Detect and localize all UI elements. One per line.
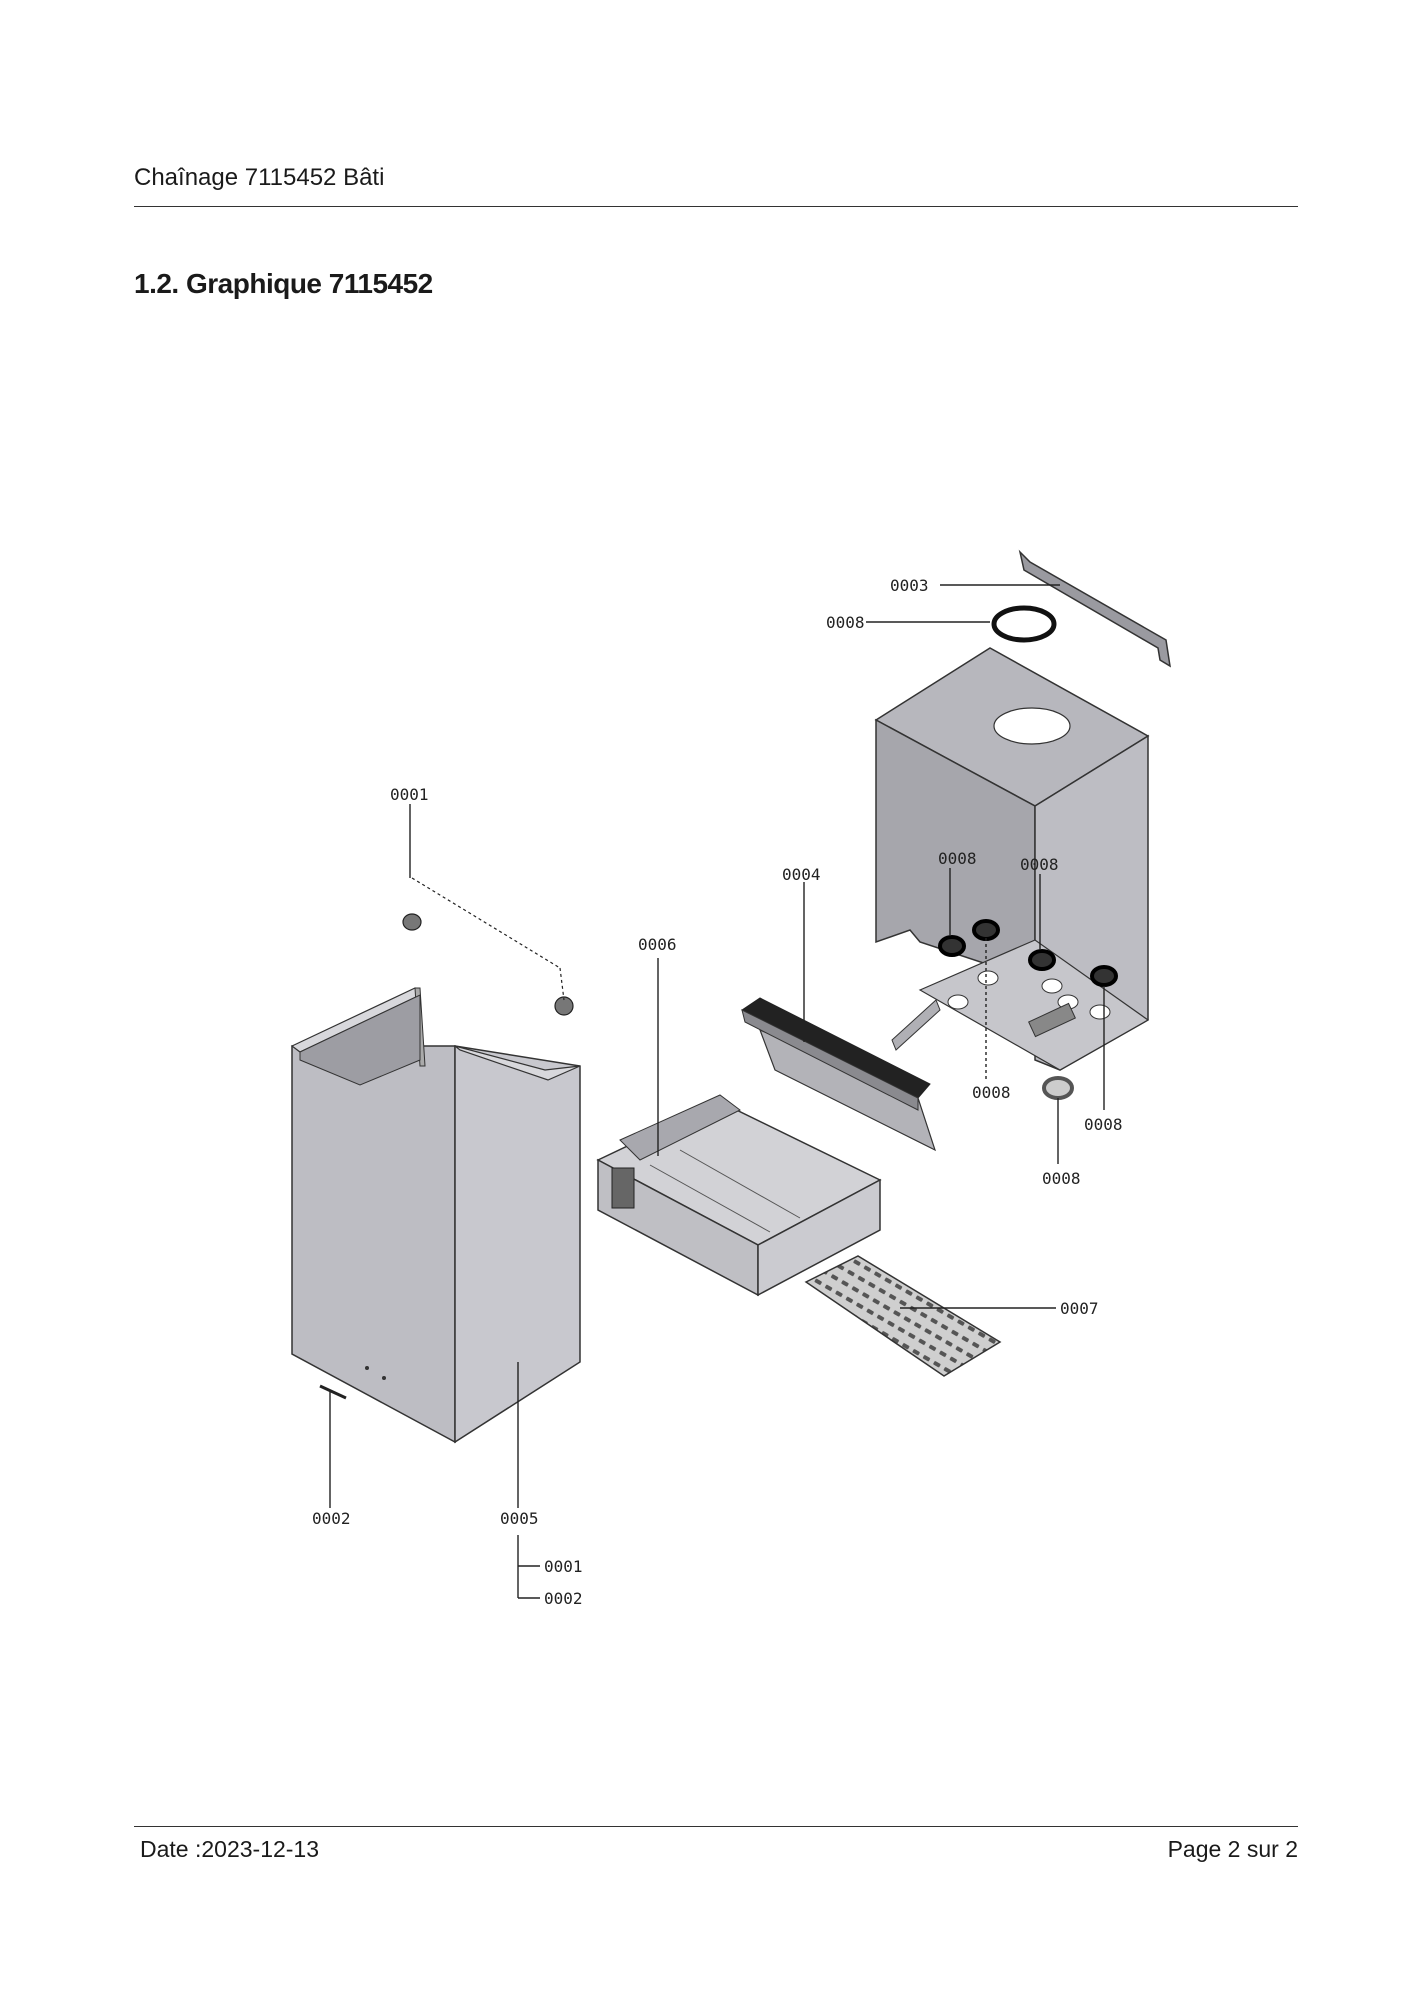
callout-0003: 0003 — [890, 576, 929, 595]
part-0008-gaskets — [938, 605, 1118, 1100]
page-label: Page 2 sur — [1167, 1836, 1279, 1862]
leader-lines — [329, 584, 1105, 1599]
callout-0004: 0004 — [782, 865, 821, 884]
part-0005-casing — [290, 987, 581, 1444]
callout-0005-sub-0001: 0001 — [544, 1557, 583, 1576]
callout-0008-a: 0008 — [938, 849, 977, 868]
callout-0008-b: 0008 — [1020, 855, 1059, 874]
document-header-title: Chaînage 7115452 Bâti — [134, 164, 385, 191]
part-0004-panel — [741, 997, 937, 1152]
callout-0005: 0005 — [500, 1509, 539, 1528]
callout-0008-c: 0008 — [972, 1083, 1011, 1102]
footer-divider — [134, 1826, 1298, 1827]
callout-0001: 0001 — [390, 785, 429, 804]
header-divider — [134, 206, 1298, 207]
part-0003-bracket — [1018, 549, 1171, 668]
page-total: 2 — [1285, 1836, 1298, 1862]
part-0002-screw — [319, 1384, 347, 1400]
callout-0008-ring: 0008 — [826, 613, 865, 632]
callout-labels: 0001 0002 0005 0001 0002 0006 0004 0003 … — [312, 576, 1123, 1608]
section-heading: 1.2. Graphique 7115452 — [134, 268, 433, 299]
part-0007-grill — [804, 1255, 1002, 1377]
callout-0008-e: 0008 — [1042, 1169, 1081, 1188]
part-0006-base-tray — [596, 1094, 882, 1297]
part-0001-clips — [402, 877, 574, 1016]
callout-0008-d: 0008 — [1084, 1115, 1123, 1134]
footer-page-number: Page 2 sur 2 — [1168, 1836, 1298, 1863]
callout-0007: 0007 — [1060, 1299, 1099, 1318]
callout-0005-sub-0002: 0002 — [544, 1589, 583, 1608]
callout-0002: 0002 — [312, 1509, 351, 1528]
main-housing — [874, 647, 1150, 1071]
callout-0006: 0006 — [638, 935, 677, 954]
footer-date: Date :2023-12-13 — [140, 1836, 320, 1862]
